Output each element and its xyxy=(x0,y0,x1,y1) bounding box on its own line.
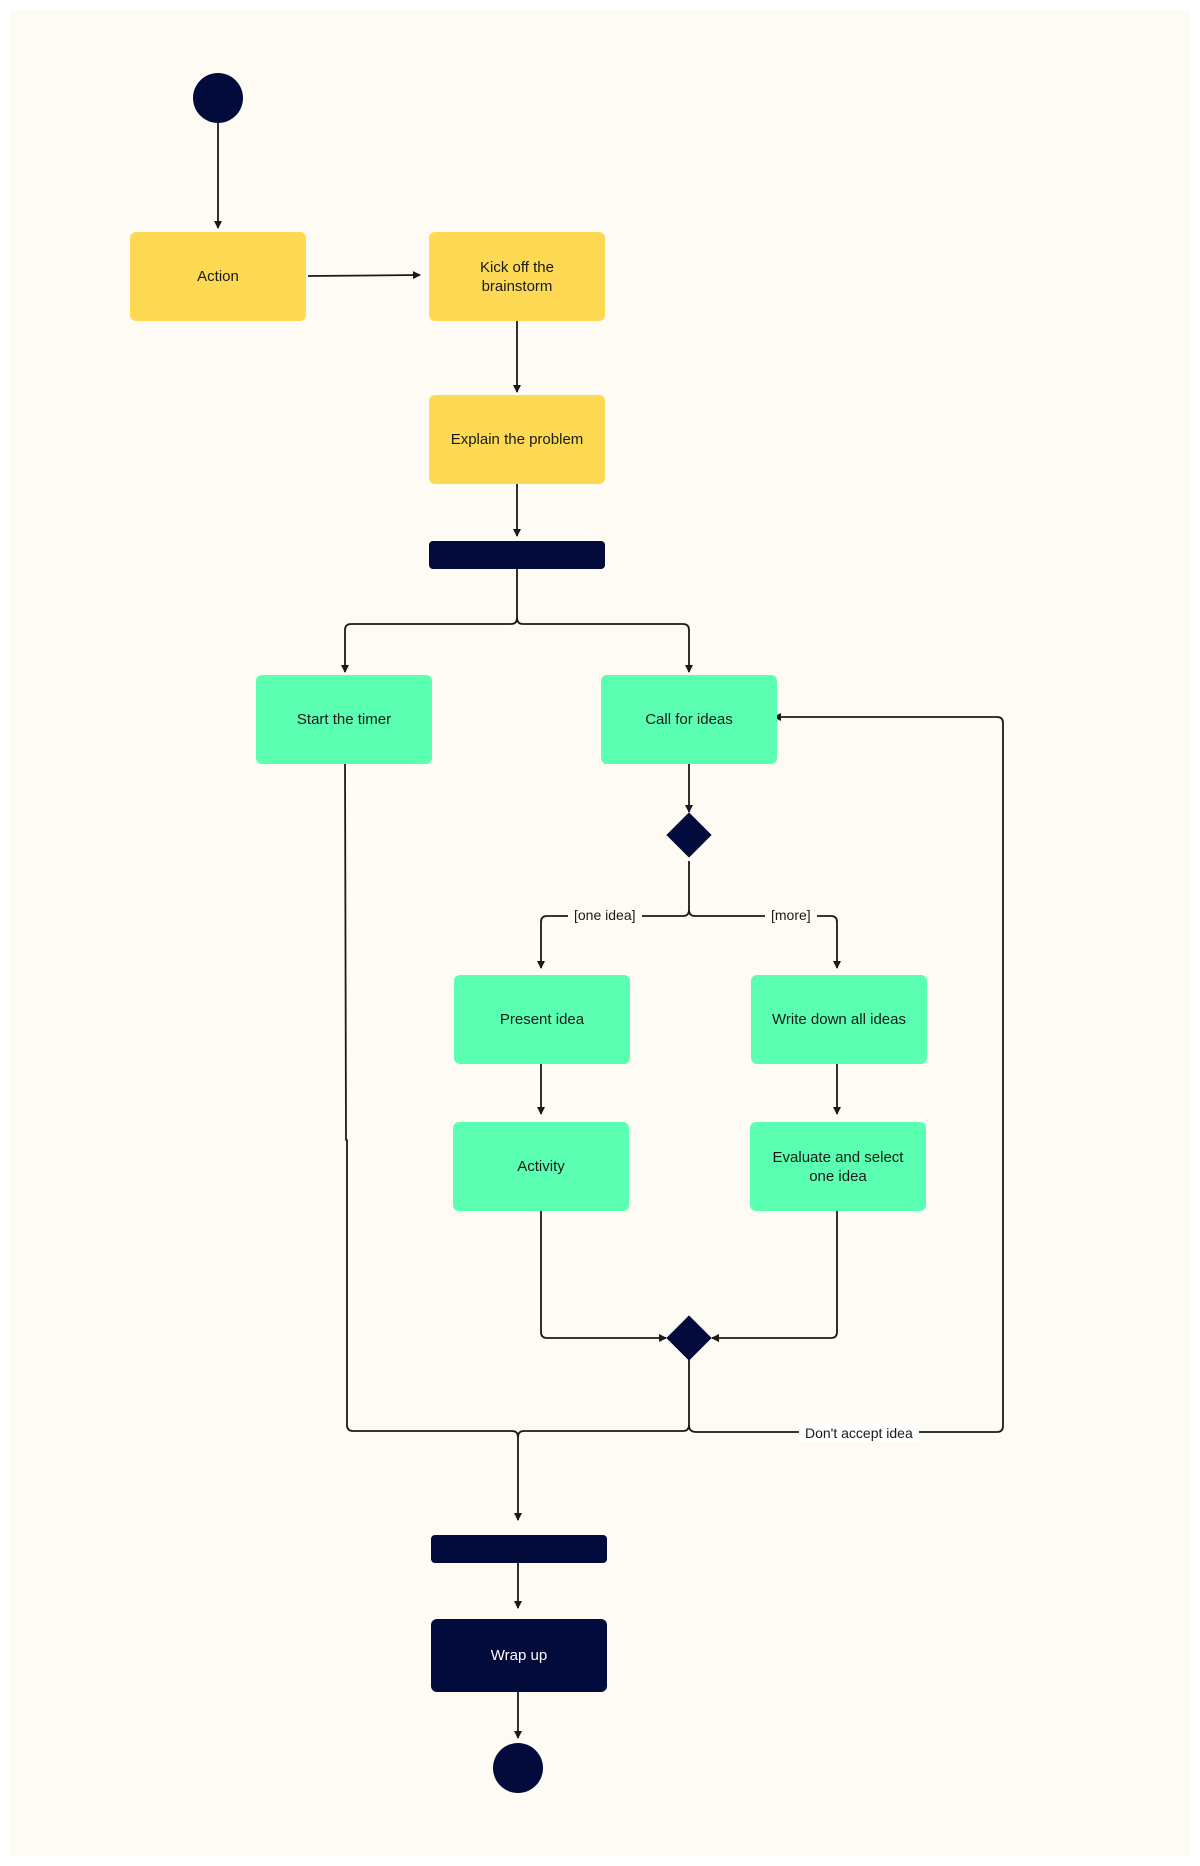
edge-dont-accept-loop xyxy=(688,713,1004,1433)
edge-merge-join xyxy=(517,1359,690,1438)
node-present-idea: Present idea xyxy=(454,975,630,1064)
join-bar xyxy=(431,1535,607,1563)
edge-decision-write xyxy=(688,909,841,969)
guard-one-idea: [one idea] xyxy=(568,906,642,924)
edge-action-kickoff xyxy=(307,271,421,280)
diagram-canvas: Action Kick off the brainstorm Explain t… xyxy=(10,10,1190,1856)
node-explain-problem: Explain the problem xyxy=(429,395,605,484)
node-wrap-up: Wrap up xyxy=(431,1619,607,1692)
node-action: Action xyxy=(130,232,306,321)
edge-evaluate-merge xyxy=(711,1203,838,1342)
edge-fork-call-ideas xyxy=(516,617,693,673)
guard-more: [more] xyxy=(765,906,817,924)
node-kickoff: Kick off the brainstorm xyxy=(429,232,605,321)
node-evaluate-select: Evaluate and select one idea xyxy=(750,1122,926,1211)
edge-layer xyxy=(214,117,1004,1739)
guard-dont-accept-idea: Don't accept idea xyxy=(799,1424,919,1442)
edge-activity-merge xyxy=(540,1203,667,1342)
initial-node xyxy=(193,73,243,123)
node-start-timer: Start the timer xyxy=(256,675,432,764)
edge-fork-start-timer xyxy=(341,563,518,673)
fork-bar xyxy=(429,541,605,569)
node-activity: Activity xyxy=(453,1122,629,1211)
node-write-down-ideas: Write down all ideas xyxy=(751,975,927,1064)
node-call-for-ideas: Call for ideas xyxy=(601,675,777,764)
final-node xyxy=(493,1743,543,1793)
